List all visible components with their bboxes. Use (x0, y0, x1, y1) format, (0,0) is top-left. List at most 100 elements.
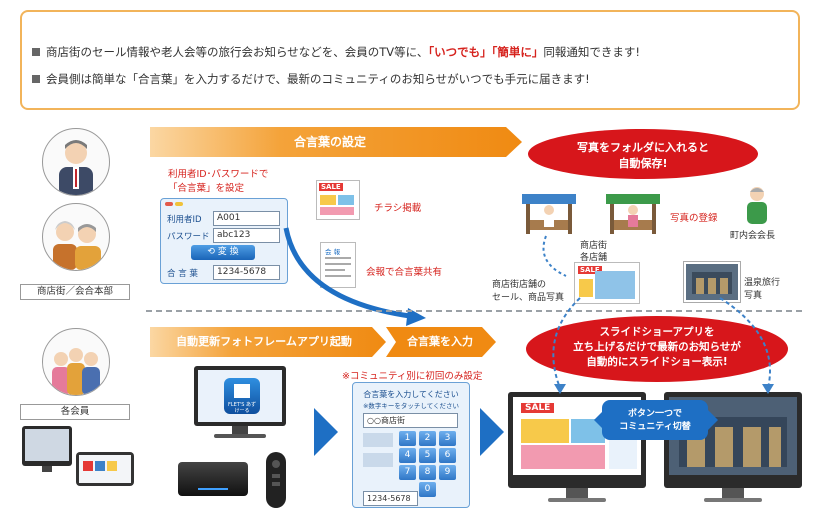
convert-button[interactable]: ⟲ 変 換 (191, 245, 255, 260)
flyer-block (320, 195, 336, 205)
photo-frame-icon (234, 384, 250, 398)
tv-stand (232, 426, 248, 434)
shop-photo (595, 271, 635, 299)
key-9[interactable]: 9 (439, 465, 456, 480)
bullet-square-icon (32, 75, 40, 83)
monitor-stand-base (548, 498, 606, 502)
key-0[interactable]: 0 (419, 482, 436, 497)
keypad-title: 合言葉を入力してください (353, 389, 469, 400)
key-1[interactable]: 1 (399, 431, 416, 446)
tv-stand (42, 466, 52, 472)
status-light (198, 488, 228, 490)
remote-button-icon (272, 474, 280, 478)
user-id-field[interactable]: A001 (213, 211, 280, 226)
passphrase-field[interactable]: 1234-5678 (213, 265, 280, 280)
flyer-sale-tag: SALE (319, 183, 343, 191)
intro-line-2-text: 会員側は簡単な「合言葉」を入力するだけで、最新のコミュニティのお知らせがいつでも… (46, 72, 590, 86)
switch-line-1: ボタン一つで (602, 400, 708, 419)
intro-line-1-end: 同報通知できます! (543, 45, 640, 59)
lower-group-label: 各会員 (20, 404, 130, 420)
window-dot-icon (165, 202, 173, 206)
set-top-box (178, 462, 248, 496)
keypad-placeholder (363, 453, 393, 467)
flyer-caption: チラシ掲載 (374, 200, 421, 214)
shop-stall-illustration (520, 190, 578, 236)
switch-right-arrow-icon (708, 410, 718, 430)
switch-left-arrow-icon (594, 410, 604, 430)
member-tv-screen (25, 429, 69, 461)
photo-frame-app-banner-text: 自動更新フォトフレームアプリ起動 (150, 327, 378, 357)
town-chief-label: 町内会会長 (730, 228, 775, 241)
community-field[interactable]: ○○商店街 (363, 413, 458, 428)
passphrase-result[interactable]: 1234-5678 (363, 491, 418, 506)
passphrase-form-panel: 利用者ID A001 パスワード abc123 ⟲ 変 換 合 言 葉 1234… (160, 198, 288, 284)
auto-save-line-2: 自動保存! (528, 155, 758, 171)
app-logo-text: FLET'S あずけーる (226, 402, 258, 414)
slideshow-flow-arrows (520, 296, 810, 396)
photo-frame-app-banner: 自動更新フォトフレームアプリ起動 (150, 327, 386, 357)
intro-highlight: 「いつでも」「簡単に」 (428, 45, 543, 59)
tablet-screen (79, 455, 131, 483)
screen-block (521, 419, 569, 443)
monitor-stand (722, 488, 744, 498)
town-chief-illustration (742, 184, 772, 224)
passphrase-setup-banner-text: 合言葉の設定 (150, 127, 510, 157)
password-field[interactable]: abc123 (213, 228, 280, 243)
key-7[interactable]: 7 (399, 465, 416, 480)
remote-button-icon (272, 460, 280, 468)
tv-stand-base (214, 434, 266, 438)
passphrase-flow-arrow (280, 220, 430, 330)
tablet-device (76, 452, 134, 486)
intro-box (20, 10, 800, 110)
app-tile (95, 461, 105, 471)
remote-control[interactable] (266, 452, 286, 508)
key-3[interactable]: 3 (439, 431, 456, 446)
app-icon[interactable]: FLET'S あずけーる (224, 378, 260, 414)
onsen-label-1: 温泉旅行 (744, 275, 780, 288)
monitor-stand (566, 488, 588, 498)
auto-save-callout: 写真をフォルダに入れると 自動保存! (528, 129, 758, 179)
key-2[interactable]: 2 (419, 431, 436, 446)
flyer-image: SALE (316, 180, 360, 220)
elderly-couple-avatar (42, 203, 110, 271)
keypad-subtitle: ※数字キーをタッチしてください (353, 400, 469, 410)
key-4[interactable]: 4 (399, 448, 416, 463)
screen-block (521, 445, 605, 469)
shop-stall-illustration (604, 190, 662, 236)
businessman-avatar (42, 128, 110, 196)
app-tile (83, 461, 93, 471)
login-note-1: 利用者ID･パスワードで (168, 166, 268, 180)
window-dot-icon (175, 202, 183, 206)
bullet-square-icon (32, 48, 40, 56)
enter-passphrase-banner-text: 合言葉を入力 (392, 327, 488, 357)
passphrase-setup-banner: 合言葉の設定 (150, 127, 510, 157)
intro-line-1: 商店街のセール情報や老人会等の旅行会お知らせなどを、会員のTV等に、「いつでも」… (32, 44, 640, 60)
flyer-block (320, 207, 354, 215)
flow-chevron-icon (314, 408, 338, 456)
auto-save-line-1: 写真をフォルダに入れると (528, 129, 758, 155)
first-time-note: ※コミュニティ別に初回のみ設定 (342, 368, 482, 382)
photo-flow-arrow (506, 232, 576, 288)
flyer-block (338, 195, 354, 205)
convert-button-label: 変 換 (218, 247, 239, 257)
photo-register-label: 写真の登録 (670, 210, 718, 224)
password-label: パスワード (167, 230, 210, 242)
login-note-2: 「合言葉」を設定 (168, 180, 244, 194)
screen-sale-tag: SALE (521, 403, 554, 413)
app-tv-screen: FLET'S あずけーる (198, 370, 282, 422)
switch-line-2: コミュニティ切替 (602, 419, 708, 432)
passphrase-label: 合 言 葉 (167, 267, 198, 279)
user-id-label: 利用者ID (167, 213, 202, 225)
upper-group-label: 商店街／会合本部 (20, 284, 130, 300)
refresh-icon: ⟲ (207, 247, 217, 257)
key-6[interactable]: 6 (439, 448, 456, 463)
shop-photo (579, 279, 593, 297)
passphrase-keypad-panel: 合言葉を入力してください ※数字キーをタッチしてください ○○商店街 1 2 3… (352, 382, 470, 508)
key-8[interactable]: 8 (419, 465, 436, 480)
flow-chevron-icon (480, 408, 504, 456)
key-5[interactable]: 5 (419, 448, 436, 463)
app-tile (107, 461, 117, 471)
community-switch-button[interactable]: ボタン一つで コミュニティ切替 (602, 400, 708, 440)
keypad-placeholder (363, 433, 393, 447)
monitor-stand-base (704, 498, 762, 502)
